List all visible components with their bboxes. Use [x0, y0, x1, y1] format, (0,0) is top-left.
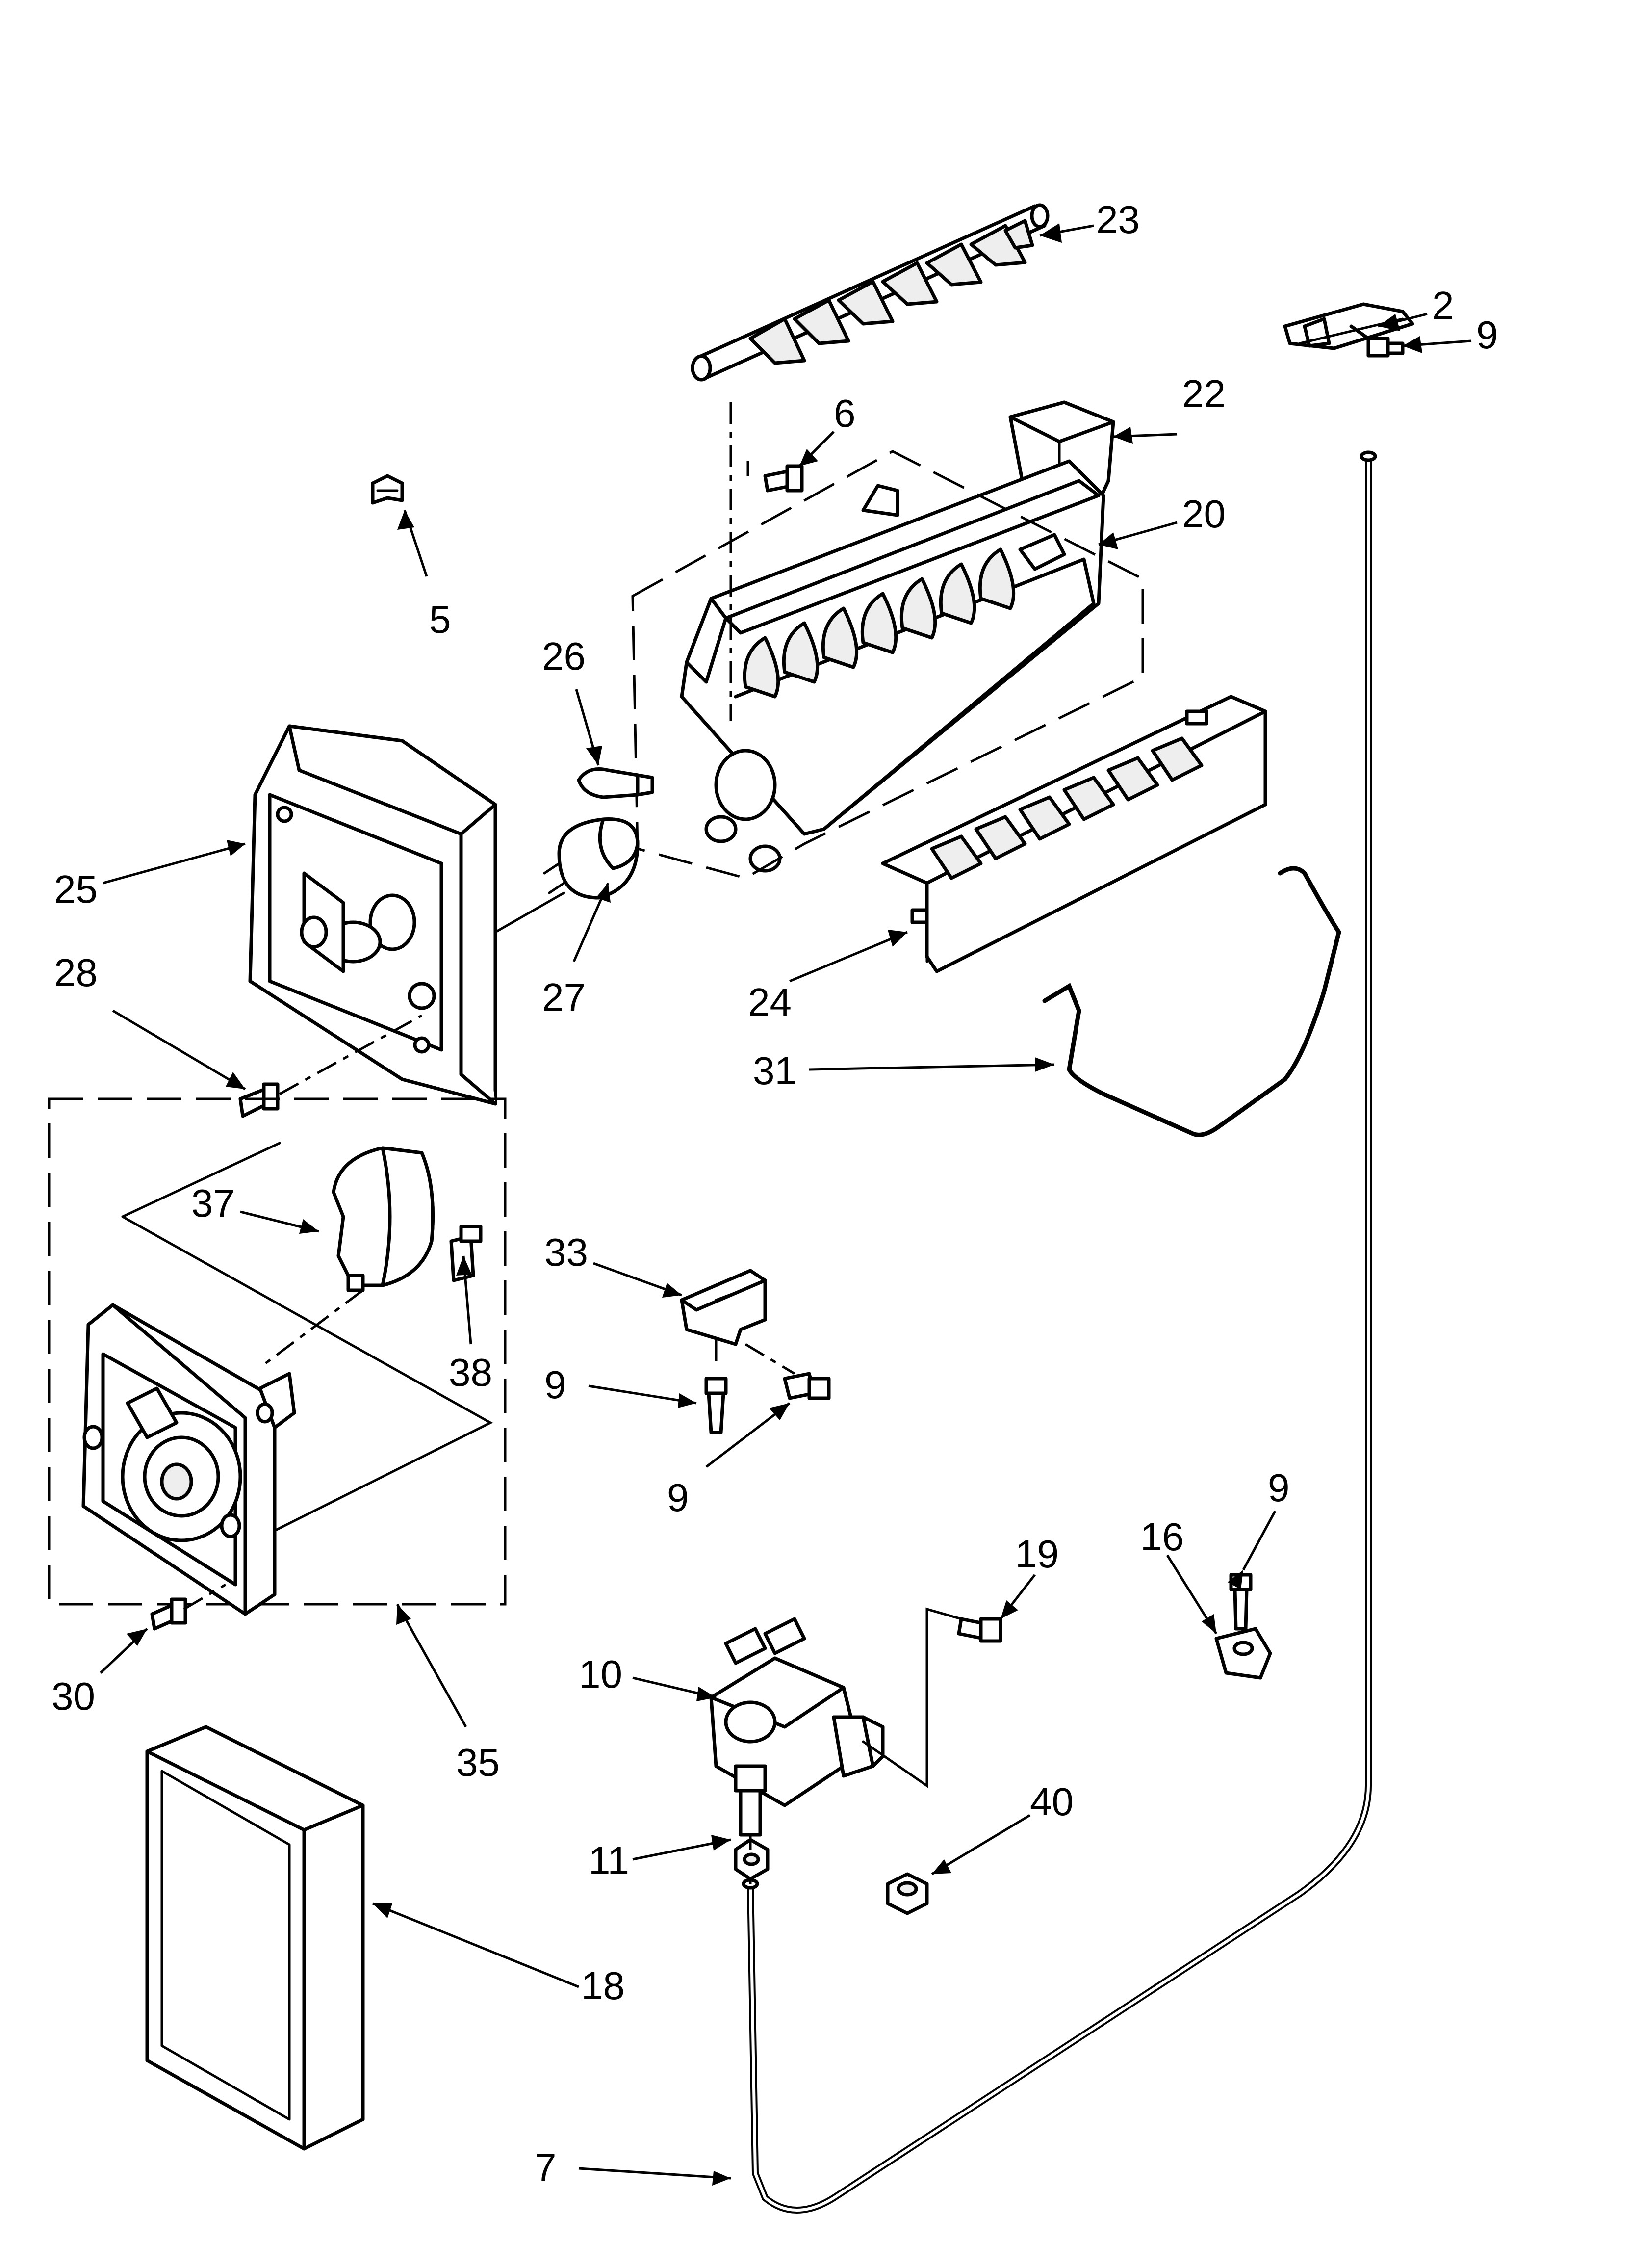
motor-alignment-line — [264, 1289, 364, 1365]
callout-22: 22 — [1182, 372, 1226, 416]
screw-9-vertical — [704, 1377, 728, 1434]
screw-6 — [763, 464, 804, 493]
screw-38 — [449, 1225, 483, 1282]
screw-30 — [150, 1597, 187, 1631]
screw-28-alignment-line — [279, 1014, 423, 1095]
callout-19: 19 — [1015, 1532, 1059, 1576]
screw-top-right — [1349, 324, 1405, 358]
callout-9: 9 — [667, 1476, 689, 1519]
callout-37: 37 — [191, 1181, 235, 1225]
callout-26: 26 — [542, 634, 586, 678]
part-clip — [371, 474, 404, 505]
part-motor — [332, 1146, 435, 1292]
callout-7: 7 — [535, 2145, 557, 2189]
wire-to-heater — [494, 891, 565, 934]
part-clamp-16 — [1214, 1627, 1272, 1680]
callout-31: 31 — [753, 1049, 796, 1093]
callout-38: 38 — [449, 1351, 492, 1394]
callout-9: 9 — [1476, 313, 1498, 357]
screw-28 — [238, 1082, 280, 1118]
callout-35: 35 — [456, 1741, 500, 1784]
callout-2: 2 — [1432, 284, 1454, 327]
callout-23: 23 — [1096, 198, 1140, 241]
callout-16: 16 — [1140, 1515, 1184, 1559]
part-module-housing — [248, 724, 497, 1106]
callout-5: 5 — [429, 598, 451, 641]
module-connector-line-2 — [121, 1215, 493, 1532]
callout-9: 9 — [544, 1363, 566, 1407]
valve-mount-line — [862, 1607, 963, 1788]
screw-9-diagonal-line — [744, 1343, 795, 1375]
arrowheads — [127, 223, 1422, 2186]
callout-27: 27 — [542, 975, 586, 1019]
screw-19 — [957, 1617, 1002, 1643]
callout-30: 30 — [51, 1674, 95, 1718]
callout-10: 10 — [579, 1652, 622, 1696]
callout-11: 11 — [589, 1839, 629, 1882]
part-ice-mold — [680, 459, 1105, 873]
part-nut-40 — [886, 1872, 929, 1915]
callout-labels: 23 2 9 22 6 20 5 26 25 27 28 24 31 37 33… — [51, 198, 1498, 2189]
screw-9-diagonal — [783, 1372, 831, 1400]
callout-24: 24 — [748, 980, 792, 1024]
callout-25: 25 — [54, 867, 98, 911]
part-shutoff-arm — [1042, 866, 1341, 1137]
part-water-valve — [709, 1617, 885, 1837]
part-cover — [145, 1725, 365, 2151]
callout-40: 40 — [1030, 1780, 1074, 1824]
callout-6: 6 — [834, 391, 856, 435]
callout-33: 33 — [544, 1230, 588, 1274]
callout-20: 20 — [1182, 492, 1226, 536]
part-module-plate — [81, 1303, 296, 1616]
callout-9: 9 — [1268, 1466, 1290, 1510]
callout-28: 28 — [54, 951, 98, 994]
part-ejector-shaft — [691, 203, 1050, 382]
callout-18: 18 — [581, 1964, 625, 2007]
mold-assembly-outline — [631, 450, 1144, 880]
part-thermostat — [577, 767, 654, 799]
screw-30-alignment-line — [183, 1583, 227, 1611]
part-bracket-33 — [680, 1269, 767, 1346]
module-connector-line — [121, 1142, 281, 1218]
part-heater-cap — [543, 817, 640, 900]
part-stripper — [881, 695, 1267, 973]
module-assembly-outline — [48, 1097, 507, 1606]
